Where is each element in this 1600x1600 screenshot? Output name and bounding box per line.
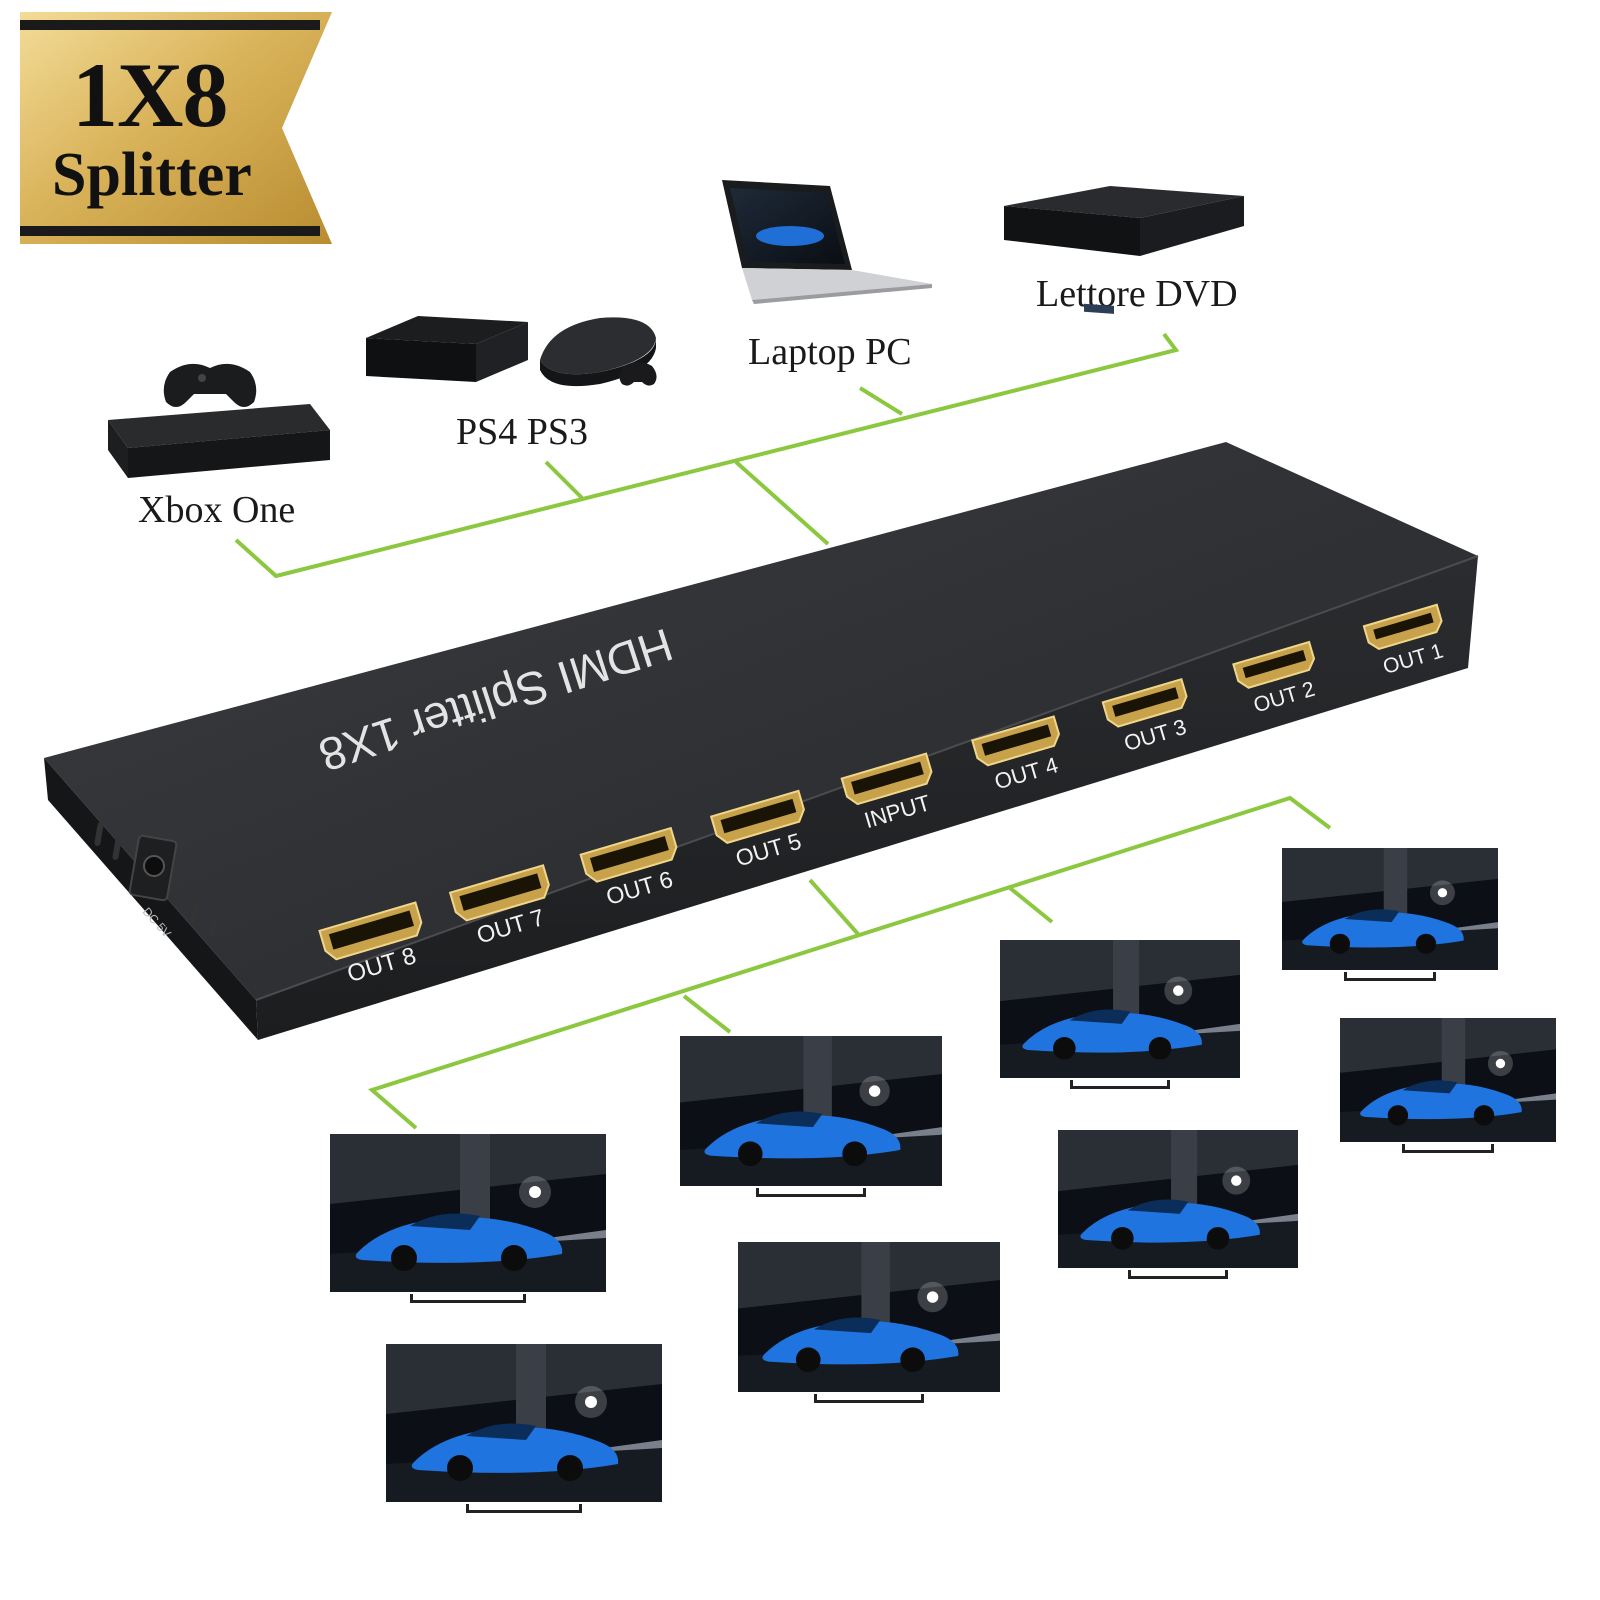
tv-screen: [386, 1344, 662, 1502]
hdmi-port-opening: [1242, 650, 1307, 679]
laptop-pc-label: Laptop PC: [748, 331, 912, 373]
hdmi-port-out-3[interactable]: OUT 3: [1101, 677, 1198, 758]
gold-banner-shape: [20, 12, 332, 244]
tv-screen: [1282, 848, 1498, 970]
tv-stand: [1402, 1144, 1494, 1153]
laptop-icon: [722, 180, 932, 304]
tv-screen: [1000, 940, 1240, 1078]
tv-stand: [1128, 1270, 1228, 1279]
car-scene-image: [738, 1242, 1000, 1392]
hdmi-port-opening: [1112, 687, 1179, 717]
xbox-one-label: Xbox One: [138, 489, 296, 531]
tv-stand: [410, 1294, 526, 1303]
car-scene-image: [1000, 940, 1240, 1078]
hdmi-port-opening: [720, 798, 797, 834]
car-scene-image: [680, 1036, 942, 1186]
hdmi-port-opening: [1373, 612, 1434, 640]
hdmi-port-opening: [851, 761, 924, 795]
tv-stand: [1070, 1080, 1170, 1089]
car-scene-image: [1058, 1130, 1298, 1268]
tv-stand: [814, 1394, 924, 1403]
car-scene-image: [1340, 1018, 1556, 1142]
tv-stand: [756, 1188, 866, 1197]
ps3-icon: [540, 317, 657, 387]
car-scene-image: [1282, 848, 1498, 970]
tv-screen: [1340, 1018, 1556, 1142]
tv-stand: [1344, 972, 1436, 981]
output-connector-lines: [367, 795, 1332, 1130]
hdmi-port-opening: [459, 873, 542, 911]
ps4-icon: [366, 316, 528, 382]
ps4-ps3-label: PS4 PS3: [456, 411, 589, 453]
hdmi-port-opening: [328, 910, 414, 950]
banner-title: 1X8: [72, 44, 228, 146]
tv-screen: [330, 1134, 606, 1292]
tv-screen: [1058, 1130, 1298, 1268]
hdmi-port-opening: [589, 836, 669, 873]
source-connector-lines: [234, 332, 1180, 579]
hdmi-port-out-8[interactable]: OUT 8: [318, 901, 434, 993]
hdmi-port-out-4[interactable]: OUT 4: [970, 715, 1070, 797]
tv-screen: [738, 1242, 1000, 1392]
tv-screen: [680, 1036, 942, 1186]
hdmi-port-opening: [981, 724, 1052, 756]
banner-1x8-splitter: 1X8 Splitter: [20, 12, 340, 244]
lettore-dvd-label: Lettore DVD: [1036, 273, 1238, 315]
banner-subtitle: Splitter: [52, 141, 252, 209]
xbox-one-icon: [108, 363, 330, 478]
car-scene-image: [386, 1344, 662, 1502]
tv-stand: [466, 1504, 582, 1513]
car-scene-image: [330, 1134, 606, 1292]
dvd-player-icon: [1004, 186, 1244, 314]
